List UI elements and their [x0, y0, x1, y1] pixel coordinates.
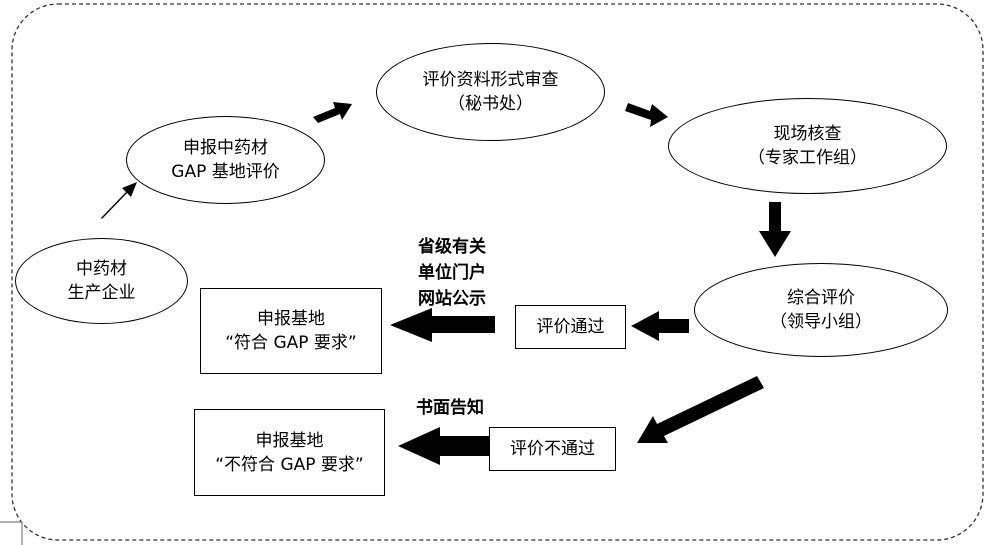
node-review-line2: （秘书处）	[448, 94, 533, 114]
node-onsite-line1: 现场核查	[773, 124, 842, 144]
arrow-overall-to-pass	[631, 311, 689, 341]
note-public-line1: 省级有关	[418, 237, 486, 257]
node-pass: 评价通过	[515, 305, 626, 349]
node-apply-line2: GAP 基地评价	[171, 162, 280, 182]
note-public: 省级有关 单位门户 网站公示	[398, 234, 506, 312]
node-review-line1: 评价资料形式审查	[422, 70, 559, 90]
note-written-label: 书面告知	[416, 398, 484, 418]
node-fail: 评价不通过	[489, 427, 616, 471]
node-enterprise-line2: 生产企业	[67, 283, 136, 303]
node-fail-label: 评价不通过	[510, 439, 595, 459]
node-onsite-line2: （专家工作组）	[748, 148, 867, 168]
arrow-review-to-onsite	[625, 103, 668, 127]
node-enterprise: 中药材 生产企业	[15, 238, 188, 324]
node-apply-line1: 申报中药材	[183, 138, 268, 158]
node-enterprise-line1: 中药材	[76, 259, 127, 279]
note-public-line2: 单位门户	[418, 263, 486, 283]
arrow-pass-to-result	[390, 308, 495, 342]
dashed-border	[11, 3, 984, 541]
node-review: 评价资料形式审查 （秘书处）	[376, 43, 605, 141]
arrow-onsite-to-overall	[759, 202, 791, 257]
node-result-pass-line1: 申报基地	[257, 309, 325, 329]
note-public-line3: 网站公示	[418, 289, 486, 309]
node-onsite: 现场核查 （专家工作组）	[668, 98, 947, 194]
arrow-enterprise-to-apply	[101, 182, 137, 219]
arrow-apply-to-review	[313, 102, 352, 123]
node-result-pass: 申报基地 “符合 GAP 要求”	[200, 288, 382, 374]
note-written: 书面告知	[395, 395, 505, 421]
node-result-fail: 申报基地 “不符合 GAP 要求”	[194, 409, 385, 496]
node-overall-line1: 综合评价	[787, 288, 855, 308]
corner-mark	[0, 521, 23, 545]
arrow-fail-to-result	[398, 427, 489, 465]
node-result-pass-line2: “符合 GAP 要求”	[225, 333, 357, 353]
node-overall: 综合评价 （领导小组）	[694, 263, 948, 357]
node-result-fail-line1: 申报基地	[255, 430, 324, 451]
node-apply: 申报中药材 GAP 基地评价	[126, 116, 325, 204]
node-overall-line2: （领导小组）	[770, 312, 872, 332]
arrow-overall-to-fail	[637, 376, 764, 443]
node-result-fail-line2: “不符合 GAP 要求”	[215, 454, 364, 475]
node-pass-label: 评价通过	[536, 317, 605, 337]
